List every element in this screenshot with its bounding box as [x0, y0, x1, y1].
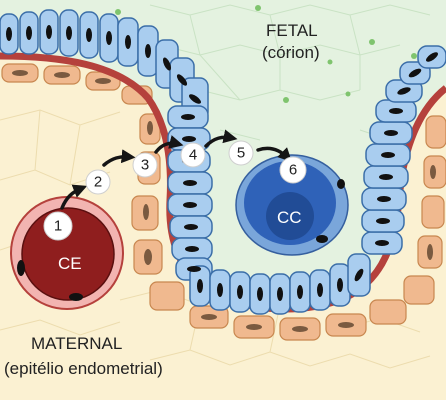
- step-6: 6: [279, 156, 307, 184]
- epithelium-top-row: [0, 9, 209, 121]
- step-4-label: 4: [189, 147, 197, 164]
- epithelium-nuclei: [6, 25, 438, 301]
- step-1-label: 1: [54, 218, 62, 235]
- step-3: 3: [132, 152, 158, 178]
- step-2: 2: [85, 169, 111, 195]
- step-3-label: 3: [141, 157, 149, 174]
- migration-arrows: [60, 129, 292, 210]
- maternal-title: MATERNAL: [31, 334, 122, 353]
- step-4: 4: [180, 142, 206, 168]
- epithelium-left-column: [167, 105, 213, 281]
- step-1: 1: [43, 211, 73, 241]
- step-5-label: 5: [237, 145, 245, 162]
- step-2-label: 2: [94, 174, 102, 191]
- arrow-3-4: [154, 135, 184, 154]
- fetal-subtitle: (córion): [262, 43, 320, 62]
- arrow-2-3: [102, 149, 136, 167]
- step-6-label: 6: [289, 162, 297, 179]
- ce-maternal-vessel: [10, 196, 124, 310]
- cc-fetal-cell: [235, 154, 349, 256]
- arrow-4-5: [204, 129, 238, 148]
- cc-label: CC: [277, 208, 302, 227]
- fetal-title: FETAL: [266, 21, 318, 40]
- maternal-subtitle: (epitélio endometrial): [4, 359, 163, 378]
- ce-label: CE: [58, 254, 82, 273]
- step-5: 5: [228, 140, 254, 166]
- arrow-1-2: [60, 184, 88, 210]
- arrow-5-6: [256, 146, 292, 162]
